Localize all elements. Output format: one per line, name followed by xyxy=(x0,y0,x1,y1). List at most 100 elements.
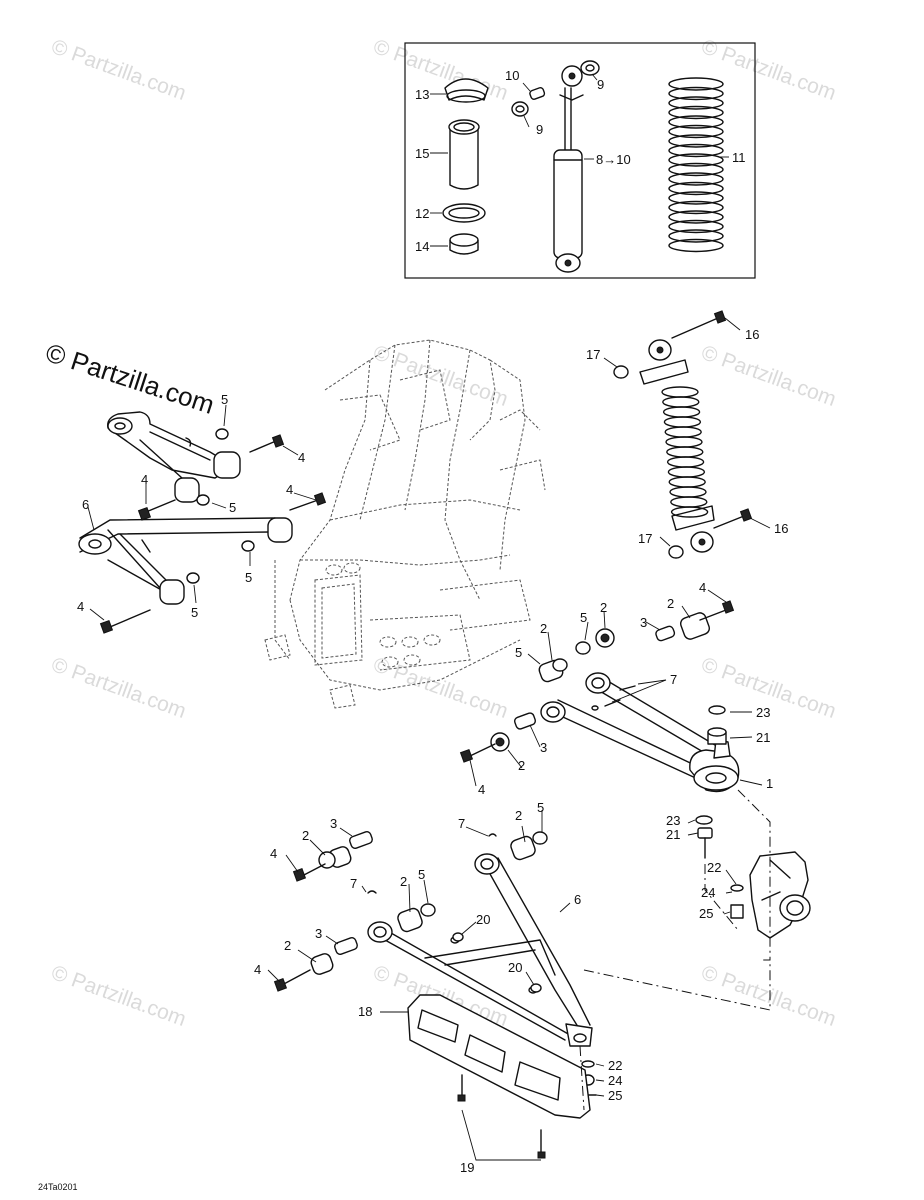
callout-c24-bottom: 24 xyxy=(608,1073,622,1088)
coilover-hardware xyxy=(613,310,753,559)
callout-c4-ul-left: 4 xyxy=(141,472,148,487)
callout-c6-lo: 6 xyxy=(574,892,581,907)
callout-c4-r-low: 4 xyxy=(478,782,485,797)
callout-c1: 1 xyxy=(766,776,773,791)
watermark-9: © Partzilla.com xyxy=(48,961,189,1031)
callout-c7-lo-top: 7 xyxy=(458,816,465,831)
reference-lines xyxy=(579,789,771,1111)
spring-coil xyxy=(668,238,724,253)
callout-c4-ll-right: 4 xyxy=(286,482,293,497)
callout-c12: 12 xyxy=(415,206,429,221)
spring-coil xyxy=(668,162,724,177)
callout-c16-bottom: 16 xyxy=(774,521,788,536)
callout-c10-inset: 10 xyxy=(505,68,519,83)
spring-coil xyxy=(668,134,724,148)
coilover-coil xyxy=(668,476,706,488)
callout-c18: 18 xyxy=(358,1004,372,1019)
callout-c2-lo-low: 2 xyxy=(284,938,291,953)
spring-coil xyxy=(668,77,724,91)
spring-coil xyxy=(668,96,724,110)
watermark-1: © Partzilla.com xyxy=(48,35,189,105)
vehicle-frame xyxy=(264,339,546,709)
shock-pin xyxy=(529,86,546,100)
coilover-coil xyxy=(662,396,700,408)
callout-c25-mid: 25 xyxy=(699,906,713,921)
coilover-coil xyxy=(667,466,706,478)
spring-coil xyxy=(668,219,724,234)
spring-coil xyxy=(668,229,724,243)
coilover-coil xyxy=(662,406,701,418)
callout-c5-r-left: 5 xyxy=(515,645,522,660)
shock-ring xyxy=(442,203,486,223)
spring-coil xyxy=(668,115,724,129)
spring-coil xyxy=(668,200,724,215)
lower-a-arm-left xyxy=(78,517,293,605)
callout-c6-ll: 6 xyxy=(82,497,89,512)
callout-c5-ul-top: 5 xyxy=(221,392,228,407)
coil-spring xyxy=(668,77,724,253)
inset-border xyxy=(404,42,756,279)
callout-c22-bottom: 22 xyxy=(608,1058,622,1073)
shock-bushing xyxy=(449,233,479,255)
lower-arm-hardware xyxy=(273,831,597,1096)
callout-c4-r-top: 4 xyxy=(699,580,706,595)
spring-coil xyxy=(668,105,724,120)
upper-a-arm-left xyxy=(107,411,241,503)
callout-c2-lo-top: 2 xyxy=(515,808,522,823)
callout-c7-lo-mid: 7 xyxy=(350,876,357,891)
callout-c7-r: 7 xyxy=(670,672,677,687)
shock-absorber-damper xyxy=(553,65,584,273)
spring-coil xyxy=(668,172,724,186)
spring-seat-cup xyxy=(444,78,489,103)
callout-c5-r-top: 5 xyxy=(580,610,587,625)
callout-c25-bottom: 25 xyxy=(608,1088,622,1103)
callout-c22-mid: 22 xyxy=(707,860,721,875)
callout-c5-ll-mid: 5 xyxy=(245,570,252,585)
coilover-shock-assembly xyxy=(639,339,715,553)
callout-c2-r-low: 2 xyxy=(518,758,525,773)
spring-coil xyxy=(668,124,724,139)
callout-c16-top: 16 xyxy=(745,327,759,342)
callout-c4-lo-low: 4 xyxy=(254,962,261,977)
callout-c5-ul-mid: 5 xyxy=(229,500,236,515)
spring-coil xyxy=(668,191,724,205)
callout-c3-r-low: 3 xyxy=(540,740,547,755)
callout-c11: 11 xyxy=(732,150,746,165)
callout-c4-lo-left: 4 xyxy=(270,846,277,861)
callout-c20-top: 20 xyxy=(476,912,490,927)
callout-c20-bottom: 20 xyxy=(508,960,522,975)
upper-a-arm-right xyxy=(540,672,740,793)
lower-a-arm-right xyxy=(367,853,593,1047)
watermark-5: © Partzilla.com xyxy=(698,341,839,411)
callout-c15: 15 xyxy=(415,146,429,161)
callout-c2-r-top: 2 xyxy=(600,600,607,615)
callout-c24-mid: 24 xyxy=(701,885,715,900)
callout-c3-lo-top: 3 xyxy=(330,816,337,831)
callout-c2-lo-left: 2 xyxy=(302,828,309,843)
coilover-coil xyxy=(666,456,705,468)
shock-sleeve xyxy=(448,119,480,190)
callout-c5-lo-top: 5 xyxy=(537,800,544,815)
spring-coil xyxy=(668,143,724,158)
right-upper-hardware xyxy=(459,600,735,763)
callout-c4-ll-left: 4 xyxy=(77,599,84,614)
steering-knuckle xyxy=(749,851,811,939)
callout-c2-r-mid: 2 xyxy=(667,596,674,611)
spring-coil xyxy=(668,86,724,101)
callout-c2-r-left: 2 xyxy=(540,621,547,636)
callout-c17-top: 17 xyxy=(586,347,600,362)
callout-leaders xyxy=(87,73,771,1161)
left-hardware xyxy=(99,428,327,634)
callout-c5-ll-bottom: 5 xyxy=(191,605,198,620)
spring-coil xyxy=(668,181,724,196)
callout-c9-inset-top: 9 xyxy=(597,77,604,92)
callout-c2-lo-mid: 2 xyxy=(400,874,407,889)
figure-code: 24Ta0201 xyxy=(38,1182,78,1192)
coilover-coil xyxy=(666,446,704,458)
coilover-coil xyxy=(670,496,708,508)
coilover-coil xyxy=(661,386,699,398)
callout-c21-top: 21 xyxy=(756,730,770,745)
brand-mark: © Partzilla.com xyxy=(42,337,218,420)
